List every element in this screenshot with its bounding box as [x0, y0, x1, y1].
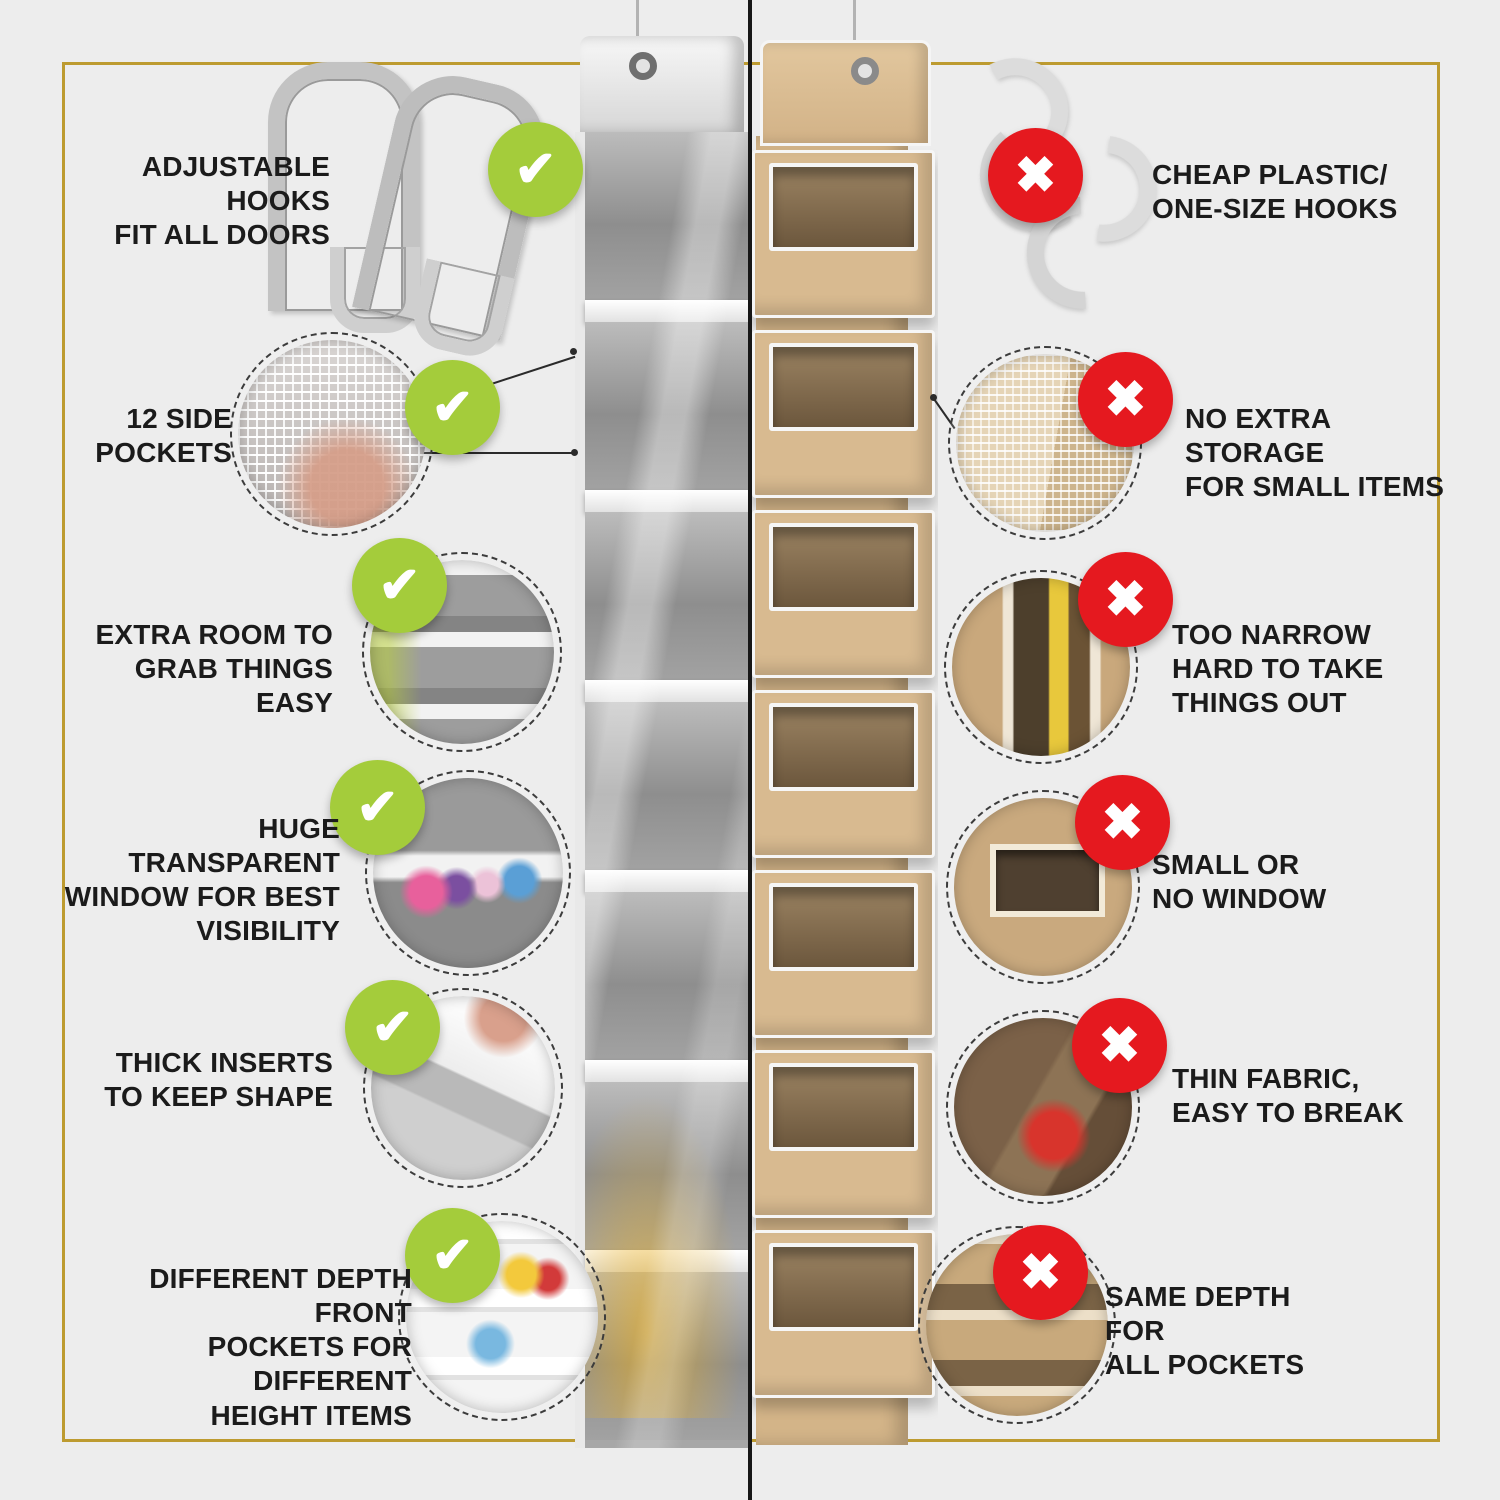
- check-badge: ✔: [345, 980, 440, 1075]
- feature-label-small-window: SMALL OR NO WINDOW: [1152, 849, 1327, 915]
- center-divider-line: [748, 0, 752, 1500]
- check-icon: ✔: [371, 998, 414, 1055]
- metal-hook-icon: [268, 62, 420, 333]
- feature-label-different-depth: DIFFERENT DEPTH FRONT POCKETS FOR DIFFER…: [149, 1263, 412, 1431]
- mesh-pocket-photo: [238, 340, 426, 528]
- small-window-cutout: [989, 844, 1105, 917]
- feature-label-transparent-window: HUGE TRANSPARENT WINDOW FOR BEST VISIBIL…: [64, 813, 340, 947]
- photo-circle-too-narrow: [944, 570, 1138, 764]
- organizer-top-flap: [580, 36, 744, 134]
- check-icon: ✔: [431, 1226, 474, 1283]
- cross-icon: ✖: [1104, 570, 1147, 627]
- shelf-rail: [585, 870, 749, 892]
- organizer-body: [575, 132, 749, 1448]
- photo-circle-side-pockets: [230, 332, 434, 536]
- fabric-pocket: [752, 1050, 935, 1218]
- cross-icon: ✖: [1098, 1016, 1141, 1073]
- clear-window: [585, 512, 749, 680]
- shelf-rail: [585, 490, 749, 512]
- grommet: [851, 57, 879, 85]
- fabric-pocket: [752, 690, 935, 858]
- shelf-rail: [585, 1060, 749, 1082]
- cross-icon: ✖: [1014, 146, 1057, 203]
- cross-badge: ✖: [988, 128, 1083, 223]
- cross-badge: ✖: [1078, 552, 1173, 647]
- hanging-cord-left: [636, 0, 639, 52]
- shelf-rail: [585, 300, 749, 322]
- organizer-fabric-right: [752, 40, 938, 1445]
- feature-label-too-narrow: TOO NARROW HARD TO TAKE THINGS OUT: [1172, 619, 1384, 719]
- organizer-top-flap: [760, 40, 931, 146]
- shelf-rail: [585, 1250, 749, 1272]
- clear-window: [585, 132, 749, 300]
- adjustable-metal-hooks-photo: [268, 50, 568, 363]
- shelf-rail: [585, 680, 749, 702]
- fabric-pocket: [752, 870, 935, 1038]
- check-icon: ✔: [356, 778, 399, 835]
- check-icon: ✔: [431, 378, 474, 435]
- fabric-pocket: [752, 1230, 935, 1398]
- cross-icon: ✖: [1101, 793, 1144, 850]
- pointer-dot: [571, 449, 578, 456]
- clear-window: [585, 702, 749, 870]
- feature-label-no-extra-storage: NO EXTRA STORAGE FOR SMALL ITEMS: [1185, 403, 1445, 503]
- fabric-pocket: [752, 330, 935, 498]
- feature-label-adjustable-hooks: ADJUSTABLE HOOKS FIT ALL DOORS: [114, 151, 330, 251]
- pocket-window: [769, 1243, 918, 1331]
- pocket-window: [769, 883, 918, 971]
- check-badge: ✔: [405, 360, 500, 455]
- pocket-window: [769, 1063, 918, 1151]
- check-badge: ✔: [488, 122, 583, 217]
- cross-badge: ✖: [993, 1225, 1088, 1320]
- clear-window: [585, 322, 749, 490]
- check-icon: ✔: [378, 556, 421, 613]
- check-icon: ✔: [514, 140, 557, 197]
- cross-icon: ✖: [1019, 1243, 1062, 1300]
- fabric-pocket: [752, 150, 935, 318]
- hook-tip: [330, 247, 420, 333]
- organizer-clear-left: [575, 36, 749, 1448]
- clear-window: [585, 1272, 749, 1440]
- fabric-pocket: [752, 510, 935, 678]
- pocket-window: [769, 163, 918, 251]
- check-badge: ✔: [352, 538, 447, 633]
- check-badge: ✔: [330, 760, 425, 855]
- pointer-line: [406, 452, 574, 454]
- hanging-cord-right: [853, 0, 856, 58]
- pocket-window: [769, 703, 918, 791]
- cross-badge: ✖: [1075, 775, 1170, 870]
- check-badge: ✔: [405, 1208, 500, 1303]
- cross-icon: ✖: [1104, 370, 1147, 427]
- feature-label-side-pockets: 12 SIDE POCKETS: [95, 403, 232, 469]
- feature-label-thick-inserts: THICK INSERTS TO KEEP SHAPE: [104, 1047, 333, 1113]
- pocket-window: [769, 523, 918, 611]
- feature-label-same-depth: SAME DEPTH FOR ALL POCKETS: [1105, 1281, 1305, 1381]
- narrow-pocket-photo: [952, 578, 1130, 756]
- cross-badge: ✖: [1072, 998, 1167, 1093]
- pointer-dot: [930, 394, 937, 401]
- feature-label-thin-fabric: THIN FABRIC, EASY TO BREAK: [1172, 1063, 1404, 1129]
- feature-label-extra-room: EXTRA ROOM TO GRAB THINGS EASY: [95, 619, 333, 719]
- clear-window: [585, 1082, 749, 1250]
- feature-label-cheap-hooks: CHEAP PLASTIC/ ONE-SIZE HOOKS: [1152, 159, 1398, 225]
- pocket-window: [769, 343, 918, 431]
- grommet: [629, 52, 657, 80]
- photo-circle-window: [365, 770, 571, 976]
- pointer-dot: [570, 348, 577, 355]
- cross-badge: ✖: [1078, 352, 1173, 447]
- clear-window: [585, 892, 749, 1060]
